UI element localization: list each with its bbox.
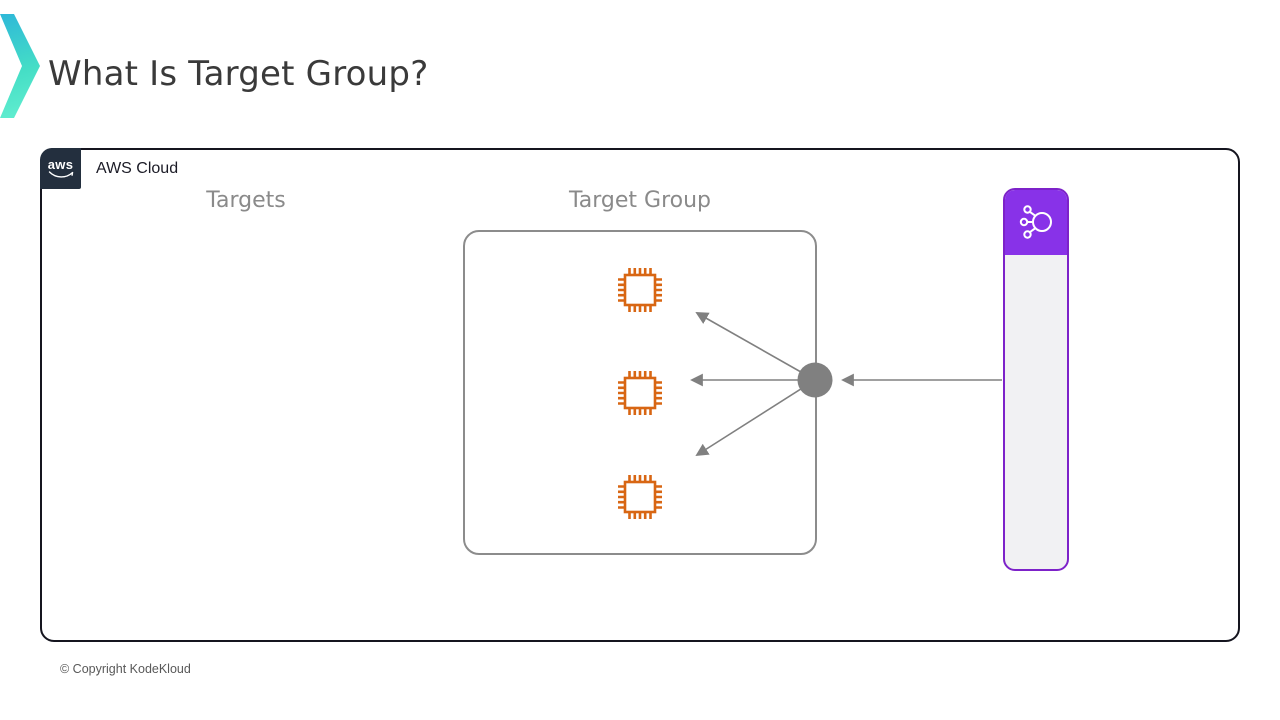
aws-smile-icon [48, 171, 73, 178]
targets-label: Targets [206, 188, 286, 213]
load-balancer-card [1003, 188, 1069, 571]
ec2-instance-icon [610, 260, 670, 320]
ec2-instance-icon [610, 363, 670, 423]
aws-logo: aws [40, 148, 81, 189]
page-title: What Is Target Group? [48, 54, 429, 94]
ec2-instance-icon [610, 467, 670, 527]
aws-cloud-label: AWS Cloud [96, 160, 179, 177]
accent-chevron-icon [0, 14, 40, 118]
target-group-label: Target Group [568, 188, 712, 213]
copyright-text: © Copyright KodeKloud [60, 662, 191, 676]
elastic-load-balancer-icon [1019, 204, 1052, 239]
load-balancer-header [1005, 190, 1067, 255]
aws-logo-text: aws [47, 157, 74, 172]
